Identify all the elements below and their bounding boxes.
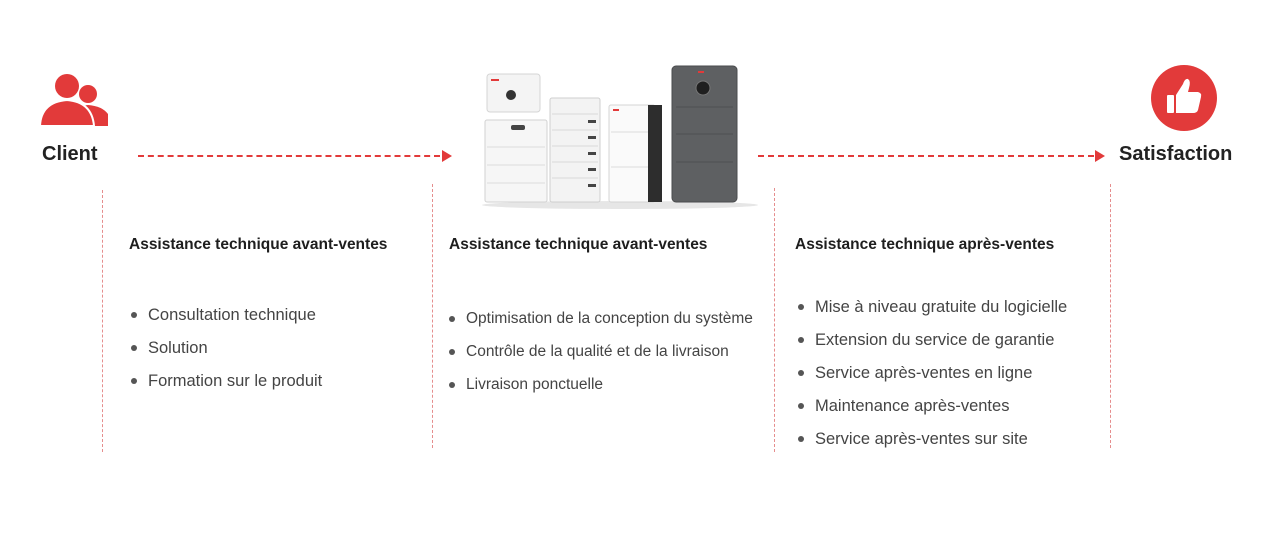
flow-arrow-line-right	[758, 155, 1094, 157]
battery-products-image	[478, 62, 763, 212]
bullet-icon	[798, 403, 804, 409]
bullet-icon	[131, 378, 137, 384]
separator-line	[1110, 184, 1111, 448]
list-item: Extension du service de garantie	[797, 330, 1067, 363]
list-item: Service après-ventes en ligne	[797, 363, 1067, 396]
bullet-icon	[131, 312, 137, 318]
list-item: Optimisation de la conception du système	[448, 309, 753, 342]
list-item: Consultation technique	[130, 305, 322, 338]
column-list-after-sales: Mise à niveau gratuite du logicielle Ext…	[797, 297, 1067, 462]
end-label: Satisfaction	[1119, 143, 1233, 165]
bullet-icon	[798, 337, 804, 343]
separator-line	[432, 184, 433, 448]
bullet-icon	[798, 436, 804, 442]
separator-line	[102, 190, 103, 452]
list-item: Formation sur le produit	[130, 371, 322, 404]
bullet-icon	[449, 349, 455, 355]
list-item: Livraison ponctuelle	[448, 375, 753, 408]
list-item: Contrôle de la qualité et de la livraiso…	[448, 342, 753, 375]
list-item: Mise à niveau gratuite du logicielle	[797, 297, 1067, 330]
bullet-icon	[449, 316, 455, 322]
column-title-after-sales: Assistance technique après-ventes	[795, 236, 1055, 253]
start-label: Client	[42, 143, 98, 165]
list-item: Service après-ventes sur site	[797, 429, 1067, 462]
list-item: Maintenance après-ventes	[797, 396, 1067, 429]
bullet-icon	[798, 370, 804, 376]
column-title-pre-sales: Assistance technique avant-ventes	[129, 236, 388, 253]
bullet-icon	[798, 304, 804, 310]
separator-line	[774, 188, 775, 452]
column-list-production: Optimisation de la conception du système…	[448, 309, 753, 408]
bullet-icon	[449, 382, 455, 388]
column-list-pre-sales: Consultation technique Solution Formatio…	[130, 305, 322, 404]
list-item: Solution	[130, 338, 322, 371]
arrow-right-icon	[1095, 150, 1105, 162]
arrow-right-icon	[442, 150, 452, 162]
thumbs-up-icon	[1150, 64, 1218, 132]
bullet-icon	[131, 345, 137, 351]
column-title-production: Assistance technique avant-ventes	[449, 236, 708, 253]
users-icon	[38, 72, 110, 128]
flow-arrow-line-left	[138, 155, 440, 157]
